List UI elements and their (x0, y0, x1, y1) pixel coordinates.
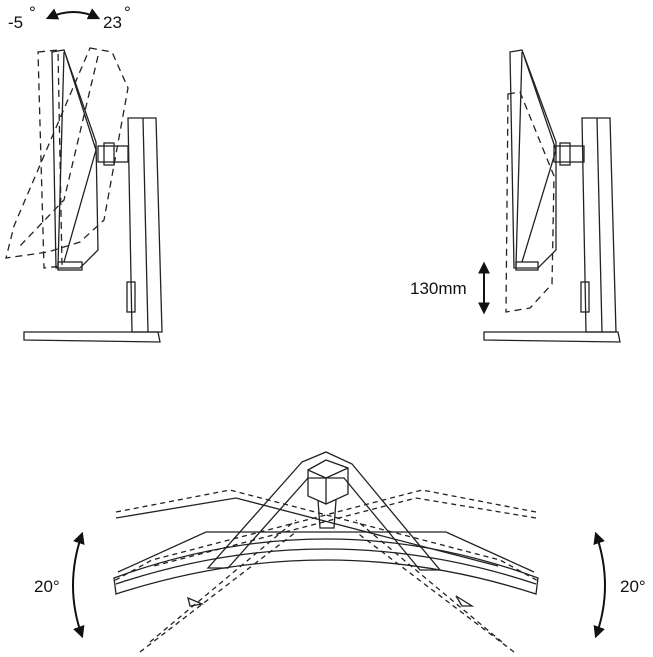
monitor-swivel-right (111, 489, 537, 583)
stand-base-right (483, 331, 621, 343)
monitor-side-lowered (505, 91, 555, 313)
stand-legs (206, 451, 442, 571)
height-view: 130mm (410, 49, 621, 343)
stand-base (23, 331, 161, 343)
monitor-swivel-left (115, 489, 541, 583)
swivel-left-label: 20° (34, 577, 60, 596)
stand-top (307, 459, 349, 505)
tilt-min-degree-symbol: ° (29, 3, 36, 22)
swivel-arrow-right (593, 531, 606, 639)
tilt-max-degree-symbol: ° (124, 3, 131, 22)
monitor-tilted-forward (5, 47, 129, 259)
monitor-tilted-back (37, 49, 63, 269)
monitor-side (51, 49, 99, 269)
stand-column (127, 117, 163, 333)
swivel-right-label: 20° (620, 577, 646, 596)
height-label: 130mm (410, 279, 467, 298)
swivel-view: 20° 20° (34, 451, 646, 653)
monitor-side-raised (509, 49, 557, 269)
tilt-arrow (45, 8, 101, 20)
tilt-max-label: 23 (103, 13, 122, 32)
monitor-top-curved (113, 538, 539, 595)
tilt-view: -5 ° 23 ° (5, 3, 163, 343)
tilt-min-label: -5 (8, 13, 23, 32)
swivel-arrow-left (72, 531, 85, 639)
